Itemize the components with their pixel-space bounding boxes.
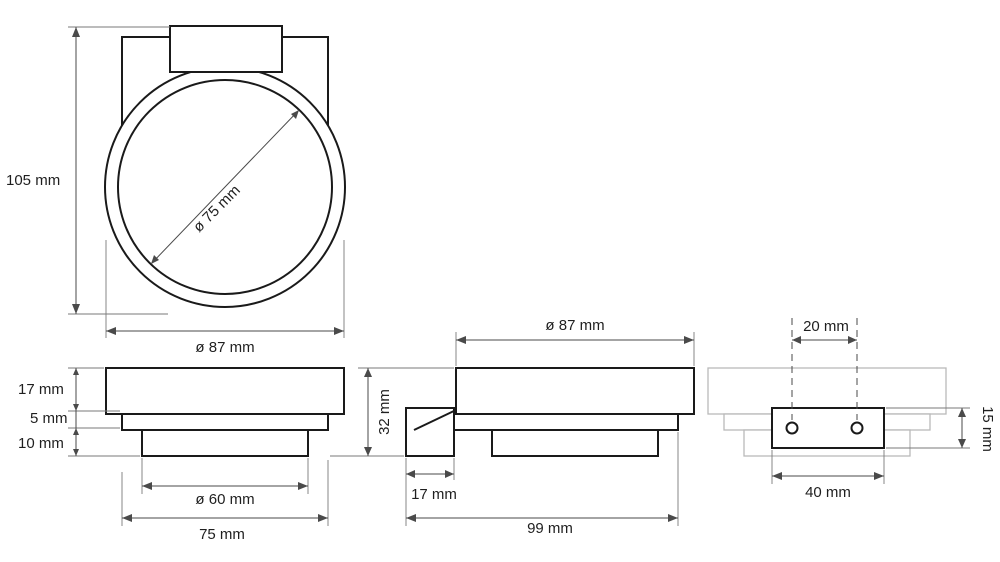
rear-screw-hole-right <box>850 421 864 435</box>
profile-depth-label: 99 mm <box>527 520 573 537</box>
side-mid-height-label: 5 mm <box>30 410 68 427</box>
profile-base <box>491 429 659 457</box>
side-view: 17 mm 5 mm 10 mm ø 60 mm 75 mm <box>18 367 345 543</box>
front-outer-diameter-label: ø 87 mm <box>195 339 254 356</box>
front-mount-block <box>169 25 283 73</box>
side-top-plate <box>105 367 345 415</box>
side-inner-diameter-label: ø 60 mm <box>195 491 254 508</box>
profile-view: ø 87 mm 32 mm 17 mm 99 mm <box>330 317 695 537</box>
front-diameter-arrow-b <box>291 110 299 119</box>
rear-bracket-width-label: 40 mm <box>805 484 851 501</box>
side-base-width-label: 75 mm <box>199 526 245 543</box>
side-bottom-height-label: 10 mm <box>18 435 64 452</box>
profile-diameter-label: ø 87 mm <box>545 317 604 334</box>
front-view: ø 75 mm 105 mm ø 87 mm <box>6 25 346 356</box>
side-mid-plate <box>121 413 329 431</box>
side-base-plate <box>141 429 309 457</box>
profile-bracket-width-label: 17 mm <box>411 486 457 503</box>
profile-height-label: 32 mm <box>376 389 393 435</box>
rear-bracket-height-label: 15 mm <box>979 406 996 452</box>
front-diameter-arrow-a <box>151 255 159 264</box>
rear-hole-spacing-label: 20 mm <box>803 318 849 335</box>
side-top-height-label: 17 mm <box>18 381 64 398</box>
profile-top-plate <box>455 367 695 415</box>
front-diameter-line <box>150 109 300 265</box>
profile-wall-block <box>405 407 455 457</box>
profile-arm-join <box>413 409 457 431</box>
front-height-label: 105 mm <box>6 172 60 189</box>
rear-screw-hole-left <box>785 421 799 435</box>
rear-view: 20 mm 40 mm 15 mm <box>707 318 996 501</box>
